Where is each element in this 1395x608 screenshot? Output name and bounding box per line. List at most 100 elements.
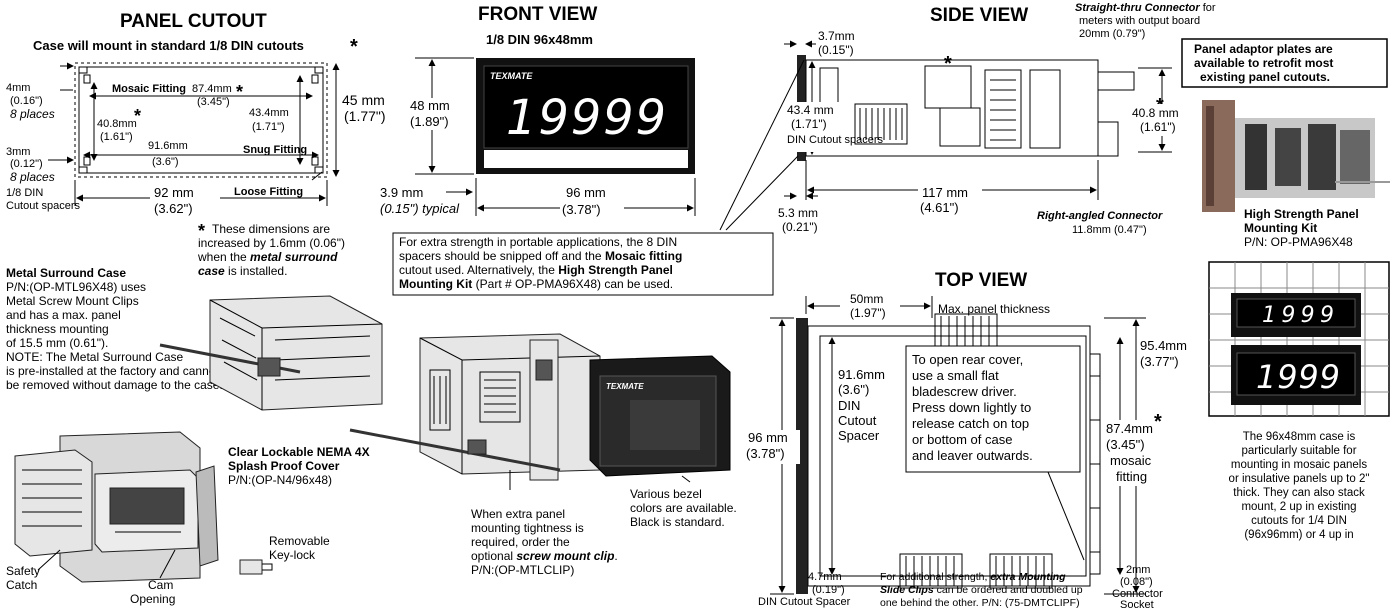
extra-strength-note: For extra strength in portable applicati… bbox=[392, 232, 774, 296]
loose-cutout-outline bbox=[74, 62, 328, 178]
rear-cover-note: bladescrew driver. bbox=[912, 384, 1017, 399]
dim-45mm: 45 mm bbox=[342, 92, 385, 108]
nema-title: Splash Proof Cover bbox=[228, 459, 340, 473]
snug-cutout-outline bbox=[78, 66, 324, 174]
bezel-colors-note: Various bezel bbox=[630, 487, 702, 501]
mosaic-panel-note: The 96x48mm case is bbox=[1243, 431, 1356, 443]
dim-91-6mm-in: (3.6") bbox=[152, 156, 179, 168]
connector-socket-label: Socket bbox=[1120, 599, 1154, 608]
panel-cutout-section: PANEL CUTOUT Case will mount in standard… bbox=[6, 11, 386, 216]
side-view-section: SIDE VIEW Straight-thru Connector for me… bbox=[778, 2, 1216, 236]
dim-50mm: 50mm bbox=[850, 292, 883, 306]
meter-assembly-drawing: TEXMATE bbox=[349, 333, 731, 490]
star-note-line: increased by 1.6mm (0.06") bbox=[198, 236, 345, 250]
straight-connector-dim: 20mm (0.79") bbox=[1079, 28, 1145, 40]
dim-3-7mm-in: (0.15") bbox=[818, 43, 854, 57]
dim-40-8mm-in: (1.61") bbox=[100, 131, 133, 143]
rear-cover-note: To open rear cover, bbox=[912, 352, 1023, 367]
rear-cover-note: release catch on top bbox=[912, 416, 1029, 431]
metal-case-title: Metal Surround Case bbox=[6, 266, 126, 280]
rear-cover-note-box bbox=[905, 345, 1081, 473]
texmate-logo: TEXMATE bbox=[490, 71, 533, 81]
dim-92mm-in: (3.62") bbox=[154, 201, 193, 216]
info-box-line: For extra strength in portable applicati… bbox=[399, 235, 677, 249]
nema-cover-drawing bbox=[14, 431, 273, 583]
dim-40-8mm: 40.8 mm bbox=[1132, 106, 1179, 120]
nema-pn: P/N:(OP-N4/96x48) bbox=[228, 473, 332, 487]
star-note: * These dimensions are increased by 1.6m… bbox=[197, 221, 345, 278]
panel-cutout-heading: PANEL CUTOUT bbox=[120, 11, 267, 32]
keylock-label: Key-lock bbox=[269, 548, 316, 562]
dim-3-7mm: 3.7mm bbox=[818, 29, 855, 43]
bezel-colors-note: colors are available. bbox=[630, 501, 737, 515]
mosaic-fitting-label: Mosaic Fitting bbox=[112, 83, 186, 95]
dim-3-9mm-in: (0.15") typical bbox=[380, 201, 460, 216]
metal-case-line: thickness mounting bbox=[6, 322, 109, 336]
dim-117mm-in: (4.61") bbox=[920, 200, 959, 215]
din-spacer-label: Cutout bbox=[838, 413, 877, 428]
mounting-kit-photo bbox=[1202, 100, 1390, 212]
cam-opening-label: Opening bbox=[130, 592, 175, 606]
top-bezel bbox=[796, 318, 808, 594]
dim-50mm-in: (1.97") bbox=[850, 306, 886, 320]
star-marker-icon: * bbox=[1154, 411, 1162, 433]
nema-title: Clear Lockable NEMA 4X bbox=[228, 445, 370, 459]
dim-117mm: 117 mm bbox=[922, 185, 968, 200]
meter-rear-terminals bbox=[429, 369, 521, 431]
dim-40-8mm-in: (1.61") bbox=[1140, 120, 1176, 134]
dim-5-3mm: 5.3 mm bbox=[778, 206, 818, 220]
metal-surround-case-drawing bbox=[159, 295, 383, 411]
star-marker-icon: * bbox=[198, 221, 205, 241]
metal-case-line: P/N:(OP-MTL96X48) uses bbox=[6, 280, 146, 294]
dim-5-3mm-in: (0.21") bbox=[782, 220, 818, 234]
dim-96mm-in: (3.78") bbox=[562, 202, 601, 217]
right-angled-connector-label: Right-angled Connector bbox=[1037, 210, 1163, 222]
dim-95-4mm-in: (3.77") bbox=[1140, 354, 1179, 369]
snug-fitting-label: Snug Fitting bbox=[243, 144, 307, 156]
safety-catch-label: Safety bbox=[6, 564, 40, 578]
screw-clip-pn: P/N:(OP-MTLCLIP) bbox=[471, 563, 574, 577]
rear-cover-note: use a small flat bbox=[912, 368, 999, 383]
metal-case-line: and has a max. panel bbox=[6, 308, 121, 322]
dim-91-6mm: 91.6mm bbox=[838, 367, 885, 382]
cam-opening-label: Cam bbox=[148, 578, 173, 592]
star-note-line: when the metal surround bbox=[197, 250, 338, 264]
metal-case-note: is pre-installed at the factory and cann… bbox=[6, 364, 219, 378]
dim-3mm-in: (0.12") bbox=[10, 158, 43, 170]
dim-96mm: 96 mm bbox=[748, 430, 788, 445]
adaptor-box-line: existing panel cutouts. bbox=[1200, 70, 1330, 84]
mosaic-fitting-label: mosaic bbox=[1110, 453, 1152, 468]
meter-digits: 19999 bbox=[506, 90, 666, 146]
dim-4mm-in: (0.16") bbox=[10, 95, 43, 107]
dim-95-4mm: 95.4mm bbox=[1140, 338, 1187, 353]
side-view-heading: SIDE VIEW bbox=[930, 5, 1028, 26]
metal-case-section: Metal Surround Case P/N:(OP-MTL96X48) us… bbox=[6, 266, 383, 411]
metal-case-line: Metal Screw Mount Clips bbox=[6, 294, 139, 308]
slide-clips-note: For additional strength, extra Mounting bbox=[880, 571, 1066, 583]
dim-45mm-in: (1.77") bbox=[344, 108, 386, 124]
loose-fitting-label: Loose Fitting bbox=[234, 186, 303, 198]
top-slide-clips bbox=[899, 313, 1101, 589]
metal-case-note: be removed without damage to the case. bbox=[6, 378, 223, 392]
mosaic-panel-note: cutouts for 1/4 DIN bbox=[1251, 515, 1347, 527]
front-view-heading: FRONT VIEW bbox=[478, 4, 597, 25]
dim-91-6mm-in: (3.6") bbox=[838, 382, 869, 397]
dim-43-4mm-in: (1.71") bbox=[791, 117, 827, 131]
din-spacer-label: Spacer bbox=[838, 428, 880, 443]
dim-87-4mm: 87.4mm bbox=[1106, 421, 1153, 436]
dim-3-9mm: 3.9 mm bbox=[380, 185, 423, 200]
mosaic-panel-section: 1999 1999 The 96x48mm case is particular… bbox=[1208, 261, 1390, 541]
info-box-line: cutout used. Alternatively, the High Str… bbox=[399, 263, 673, 277]
mosaic-panel-note: or insulative panels up to 2" bbox=[1229, 473, 1370, 485]
screw-clip-line: When extra panel bbox=[471, 507, 565, 521]
screw-clip-line: mounting tightness is bbox=[471, 521, 584, 535]
adaptor-box-line: Panel adaptor plates are bbox=[1194, 42, 1333, 56]
din-cutout-spacers-label: DIN Cutout spacers bbox=[787, 134, 883, 146]
mosaic-panel-note: (96x96mm) or 4 up in bbox=[1244, 529, 1353, 541]
dim-43-4mm: 43.4mm bbox=[249, 107, 289, 119]
star-note-line: These dimensions are bbox=[212, 222, 330, 236]
info-box-line: Mounting Kit (Part # OP-PMA96X48) can be… bbox=[399, 277, 673, 291]
places-label-2: 8 places bbox=[10, 170, 55, 184]
adaptor-box-line: available to retrofit most bbox=[1194, 56, 1333, 70]
